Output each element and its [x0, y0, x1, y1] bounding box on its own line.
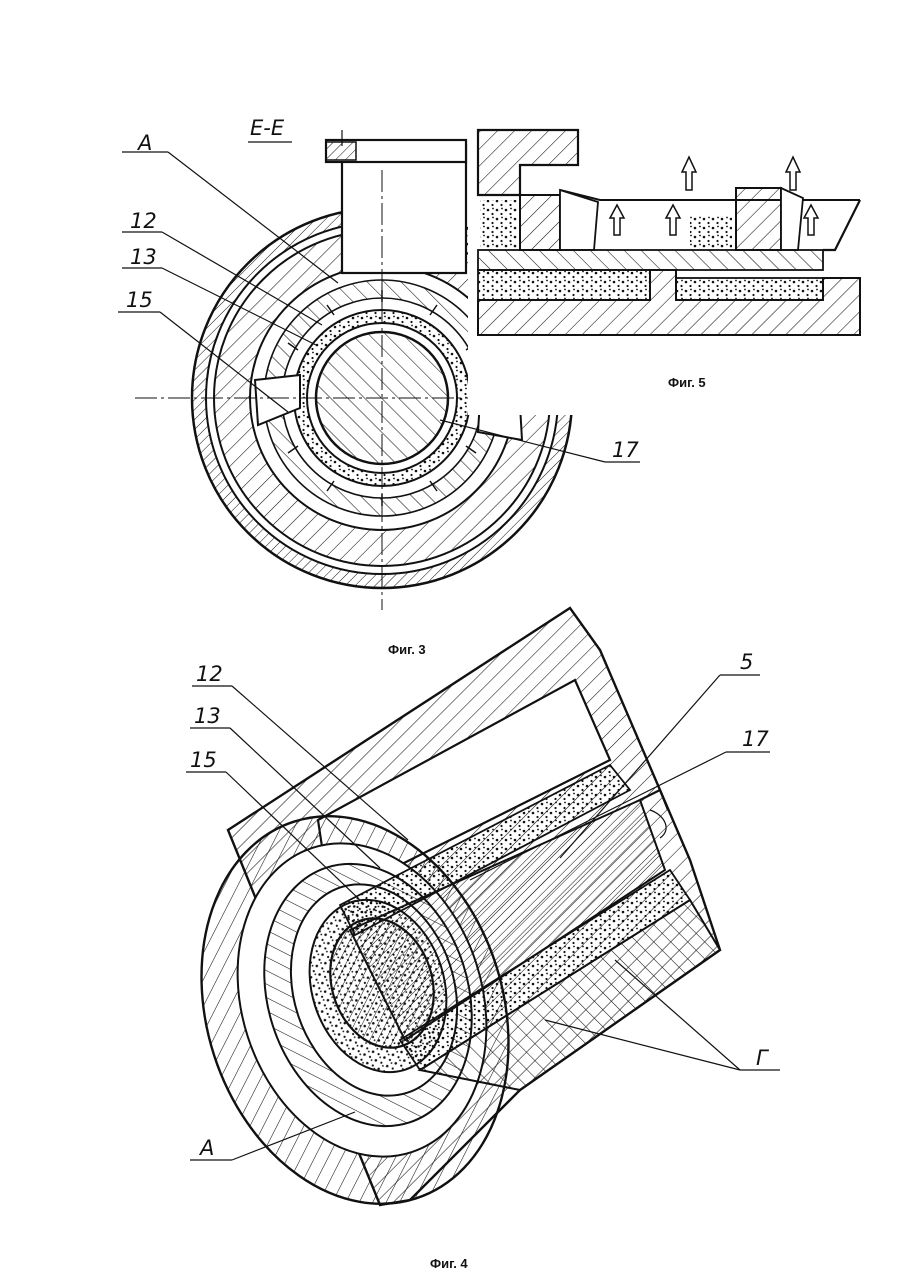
- figure-5: Фиг. 5: [468, 125, 868, 415]
- fig5-deposits-left: [480, 200, 518, 248]
- fig3-label-13: 13: [130, 245, 157, 269]
- inlet-pipe: [342, 145, 466, 273]
- fig5-blade-left: [520, 195, 560, 250]
- fig3-label-12: 12: [130, 209, 157, 233]
- fig5-blade-right: [736, 188, 781, 250]
- inlet-flange-bolt: [326, 142, 356, 160]
- fig5-wedge-b: [781, 188, 803, 250]
- fig4-label-17: 17: [742, 727, 769, 751]
- fig3-label-17: 17: [612, 438, 639, 462]
- fig4-label-12: 12: [196, 662, 223, 686]
- fig4-label-15: 15: [190, 748, 217, 772]
- fig4-label-g: Г: [756, 1046, 770, 1070]
- fig4-label-5: 5: [740, 650, 753, 674]
- fig5-mesh-layer: [478, 250, 823, 270]
- fig4-caption: Фиг. 4: [430, 1256, 468, 1271]
- fig5-deposits-mid: [690, 215, 732, 249]
- fig4-label-13: 13: [194, 704, 221, 728]
- fig3-caption: Фиг. 3: [388, 642, 426, 657]
- fig3-label-15: 15: [126, 288, 153, 312]
- fig4-label-a: А: [198, 1136, 214, 1160]
- fig3-label-a: А: [136, 131, 152, 155]
- fig5-porous-right: [676, 278, 823, 300]
- fig5-porous-left: [478, 270, 650, 300]
- fig3-section-label: Е-Е: [250, 116, 285, 140]
- fig5-caption: Фиг. 5: [668, 375, 706, 390]
- figure-4: 12 13 15 5 17 А Г Фиг. 4: [153, 608, 780, 1271]
